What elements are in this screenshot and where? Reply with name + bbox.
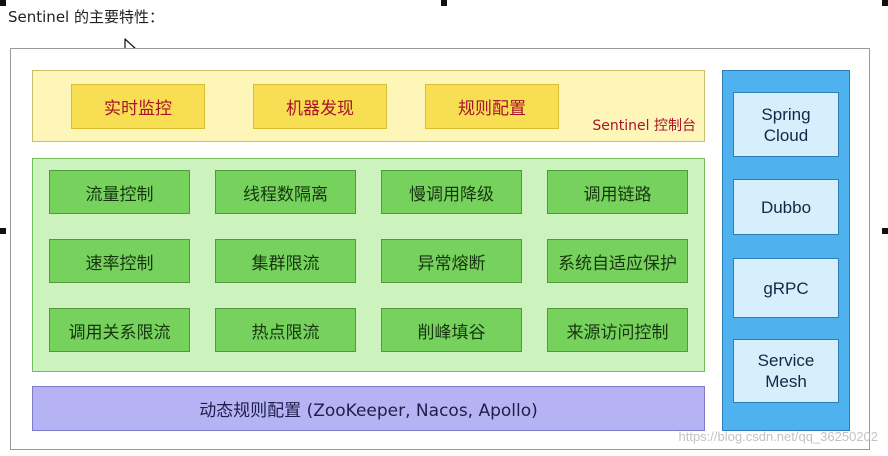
feature-cell: 热点限流 (215, 308, 356, 352)
watermark: https://blog.csdn.net/qq_36250202 (678, 429, 879, 444)
console-item-realtime-monitoring: 实时监控 (71, 84, 205, 129)
integration-label: gRPC (763, 278, 809, 298)
feature-cell: 集群限流 (215, 239, 356, 283)
selection-handle[interactable] (882, 0, 888, 6)
console-panel-label: Sentinel 控制台 (592, 118, 696, 134)
integration-service-mesh: Service Mesh (733, 339, 839, 403)
page-heading: Sentinel 的主要特性： (8, 8, 164, 26)
integration-panel: Spring Cloud Dubbo gRPC Service Mesh (722, 70, 850, 431)
integration-label: Spring (761, 104, 811, 124)
console-item-rule-config: 规则配置 (425, 84, 559, 129)
feature-cell: 调用关系限流 (49, 308, 190, 352)
dynamic-rules-bar: 动态规则配置 (ZooKeeper, Nacos, Apollo) (32, 386, 705, 431)
feature-cell: 调用链路 (547, 170, 688, 214)
feature-cell: 流量控制 (49, 170, 190, 214)
integration-label: Service (757, 351, 815, 370)
integration-label: Mesh (765, 372, 807, 391)
integration-dubbo: Dubbo (733, 179, 839, 235)
console-panel: 实时监控 机器发现 规则配置 Sentinel 控制台 (32, 70, 705, 142)
integration-spring-cloud: Spring Cloud (733, 92, 839, 157)
selection-handle[interactable] (441, 0, 447, 6)
feature-cell: 系统自适应保护 (547, 239, 688, 283)
selection-handle[interactable] (882, 228, 888, 234)
features-panel: 流量控制 线程数隔离 慢调用降级 调用链路 速率控制 集群限流 异常熔断 系统自… (32, 158, 705, 372)
feature-cell: 异常熔断 (381, 239, 522, 283)
integration-label: Dubbo (760, 197, 812, 217)
feature-cell: 来源访问控制 (547, 308, 688, 352)
feature-cell: 速率控制 (49, 239, 190, 283)
integration-label: Cloud (763, 125, 809, 145)
selection-handle[interactable] (0, 0, 6, 6)
integration-grpc: gRPC (733, 258, 839, 318)
feature-cell: 线程数隔离 (215, 170, 356, 214)
console-item-machine-discovery: 机器发现 (253, 84, 387, 129)
feature-cell: 削峰填谷 (381, 308, 522, 352)
selection-handle[interactable] (0, 228, 6, 234)
feature-cell: 慢调用降级 (381, 170, 522, 214)
